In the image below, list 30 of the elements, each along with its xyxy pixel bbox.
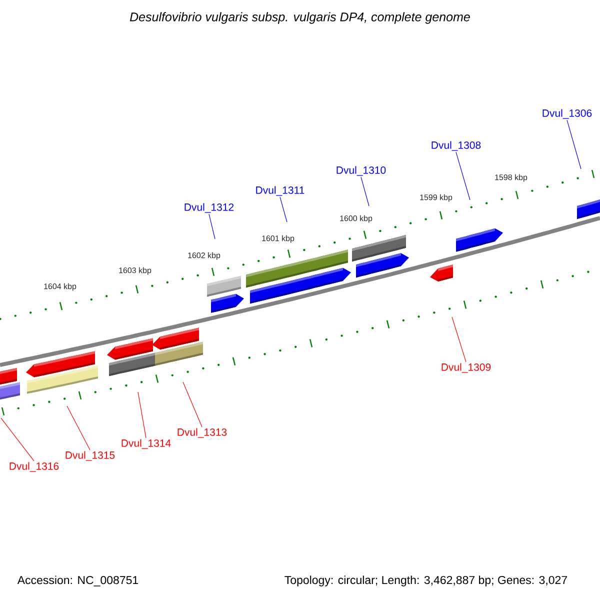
footer-text: Accession: NC_008751 (17, 576, 138, 586)
scale-label: 1601 kbp (262, 235, 294, 243)
gene-label: Dvul_1310 (336, 166, 386, 176)
title: Desulfovibrio vulgaris subsp. vulgaris DP4, complete genome (130, 12, 470, 24)
gene-label: Dvul_1314 (122, 439, 171, 449)
leader-line (0, 418, 34, 462)
gene-label: Dvul_1316 (10, 462, 59, 472)
leader-line (182, 382, 202, 428)
leader-line (280, 196, 288, 222)
leader-line (138, 392, 146, 438)
scale-label: 1603 kbp (119, 267, 152, 275)
gene-label: Dvul_1312 (184, 203, 234, 213)
gene-label: Dvul_1313 (178, 428, 227, 438)
leader-line (566, 120, 582, 170)
leader-line (66, 406, 90, 450)
leader-line (456, 152, 470, 200)
gene-label: Dvul_1308 (432, 141, 481, 151)
leader-line (452, 316, 466, 362)
gene-label: Dvul_1315 (66, 451, 115, 461)
scale-label: 1600 kbp (340, 215, 372, 223)
gene-label: Dvul_1311 (256, 186, 304, 196)
gene-label: Dvul_1306 (542, 109, 592, 119)
scale-label: 1599 kbp (420, 194, 452, 202)
leader-line (360, 176, 370, 206)
scale-label: 1598 kbp (495, 174, 528, 182)
leader-line (208, 214, 216, 240)
scale-label: 1604 kbp (44, 283, 76, 291)
gene-label: Dvul_1309 (442, 363, 491, 373)
footer-text: Topology: circular; Length: 3,462,887 bp; Genes: 3,027 (284, 576, 567, 586)
scale-label: 1602 kbp (188, 252, 220, 260)
